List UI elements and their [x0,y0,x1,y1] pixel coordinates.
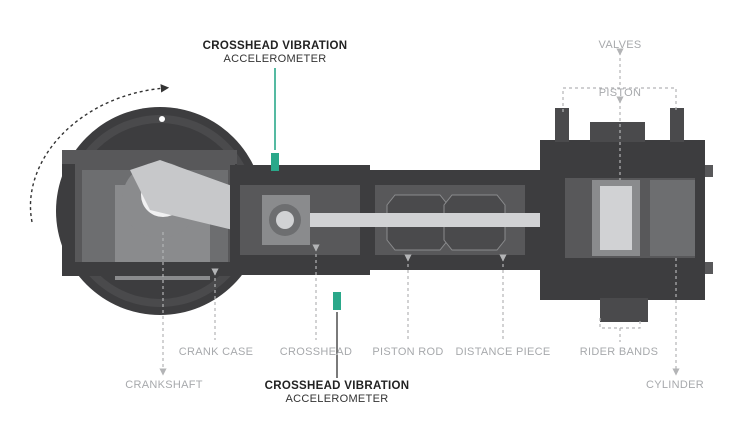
label-distance-piece: DISTANCE PIECE [455,346,551,358]
leader-lines [159,48,680,376]
valve-bracket [562,87,677,112]
accel-bottom-subtitle: ACCELEROMETER [285,393,389,405]
cylinder-body [540,108,713,322]
label-crankshaft: CRANKSHAFT [125,379,203,391]
bottom-accelerometer [333,292,341,310]
label-rider-bands: RIDER BANDS [579,346,659,358]
label-piston-rod: PISTON ROD [372,346,444,358]
accel-top-subtitle: ACCELEROMETER [223,53,327,65]
label-crank-case: CRANK CASE [178,346,254,358]
piston-rod-bar [310,213,600,227]
label-cylinder: CYLINDER [645,379,705,391]
label-crosshead: CROSSHEAD [279,346,353,358]
accel-bottom-title: CROSSHEAD VIBRATION [264,380,410,392]
rotation-arrow [29,84,170,223]
label-piston: PISTON [598,87,642,99]
accel-top-title: CROSSHEAD VIBRATION [202,40,348,52]
label-valves: VALVES [598,39,642,51]
top-accelerometer [271,153,279,171]
